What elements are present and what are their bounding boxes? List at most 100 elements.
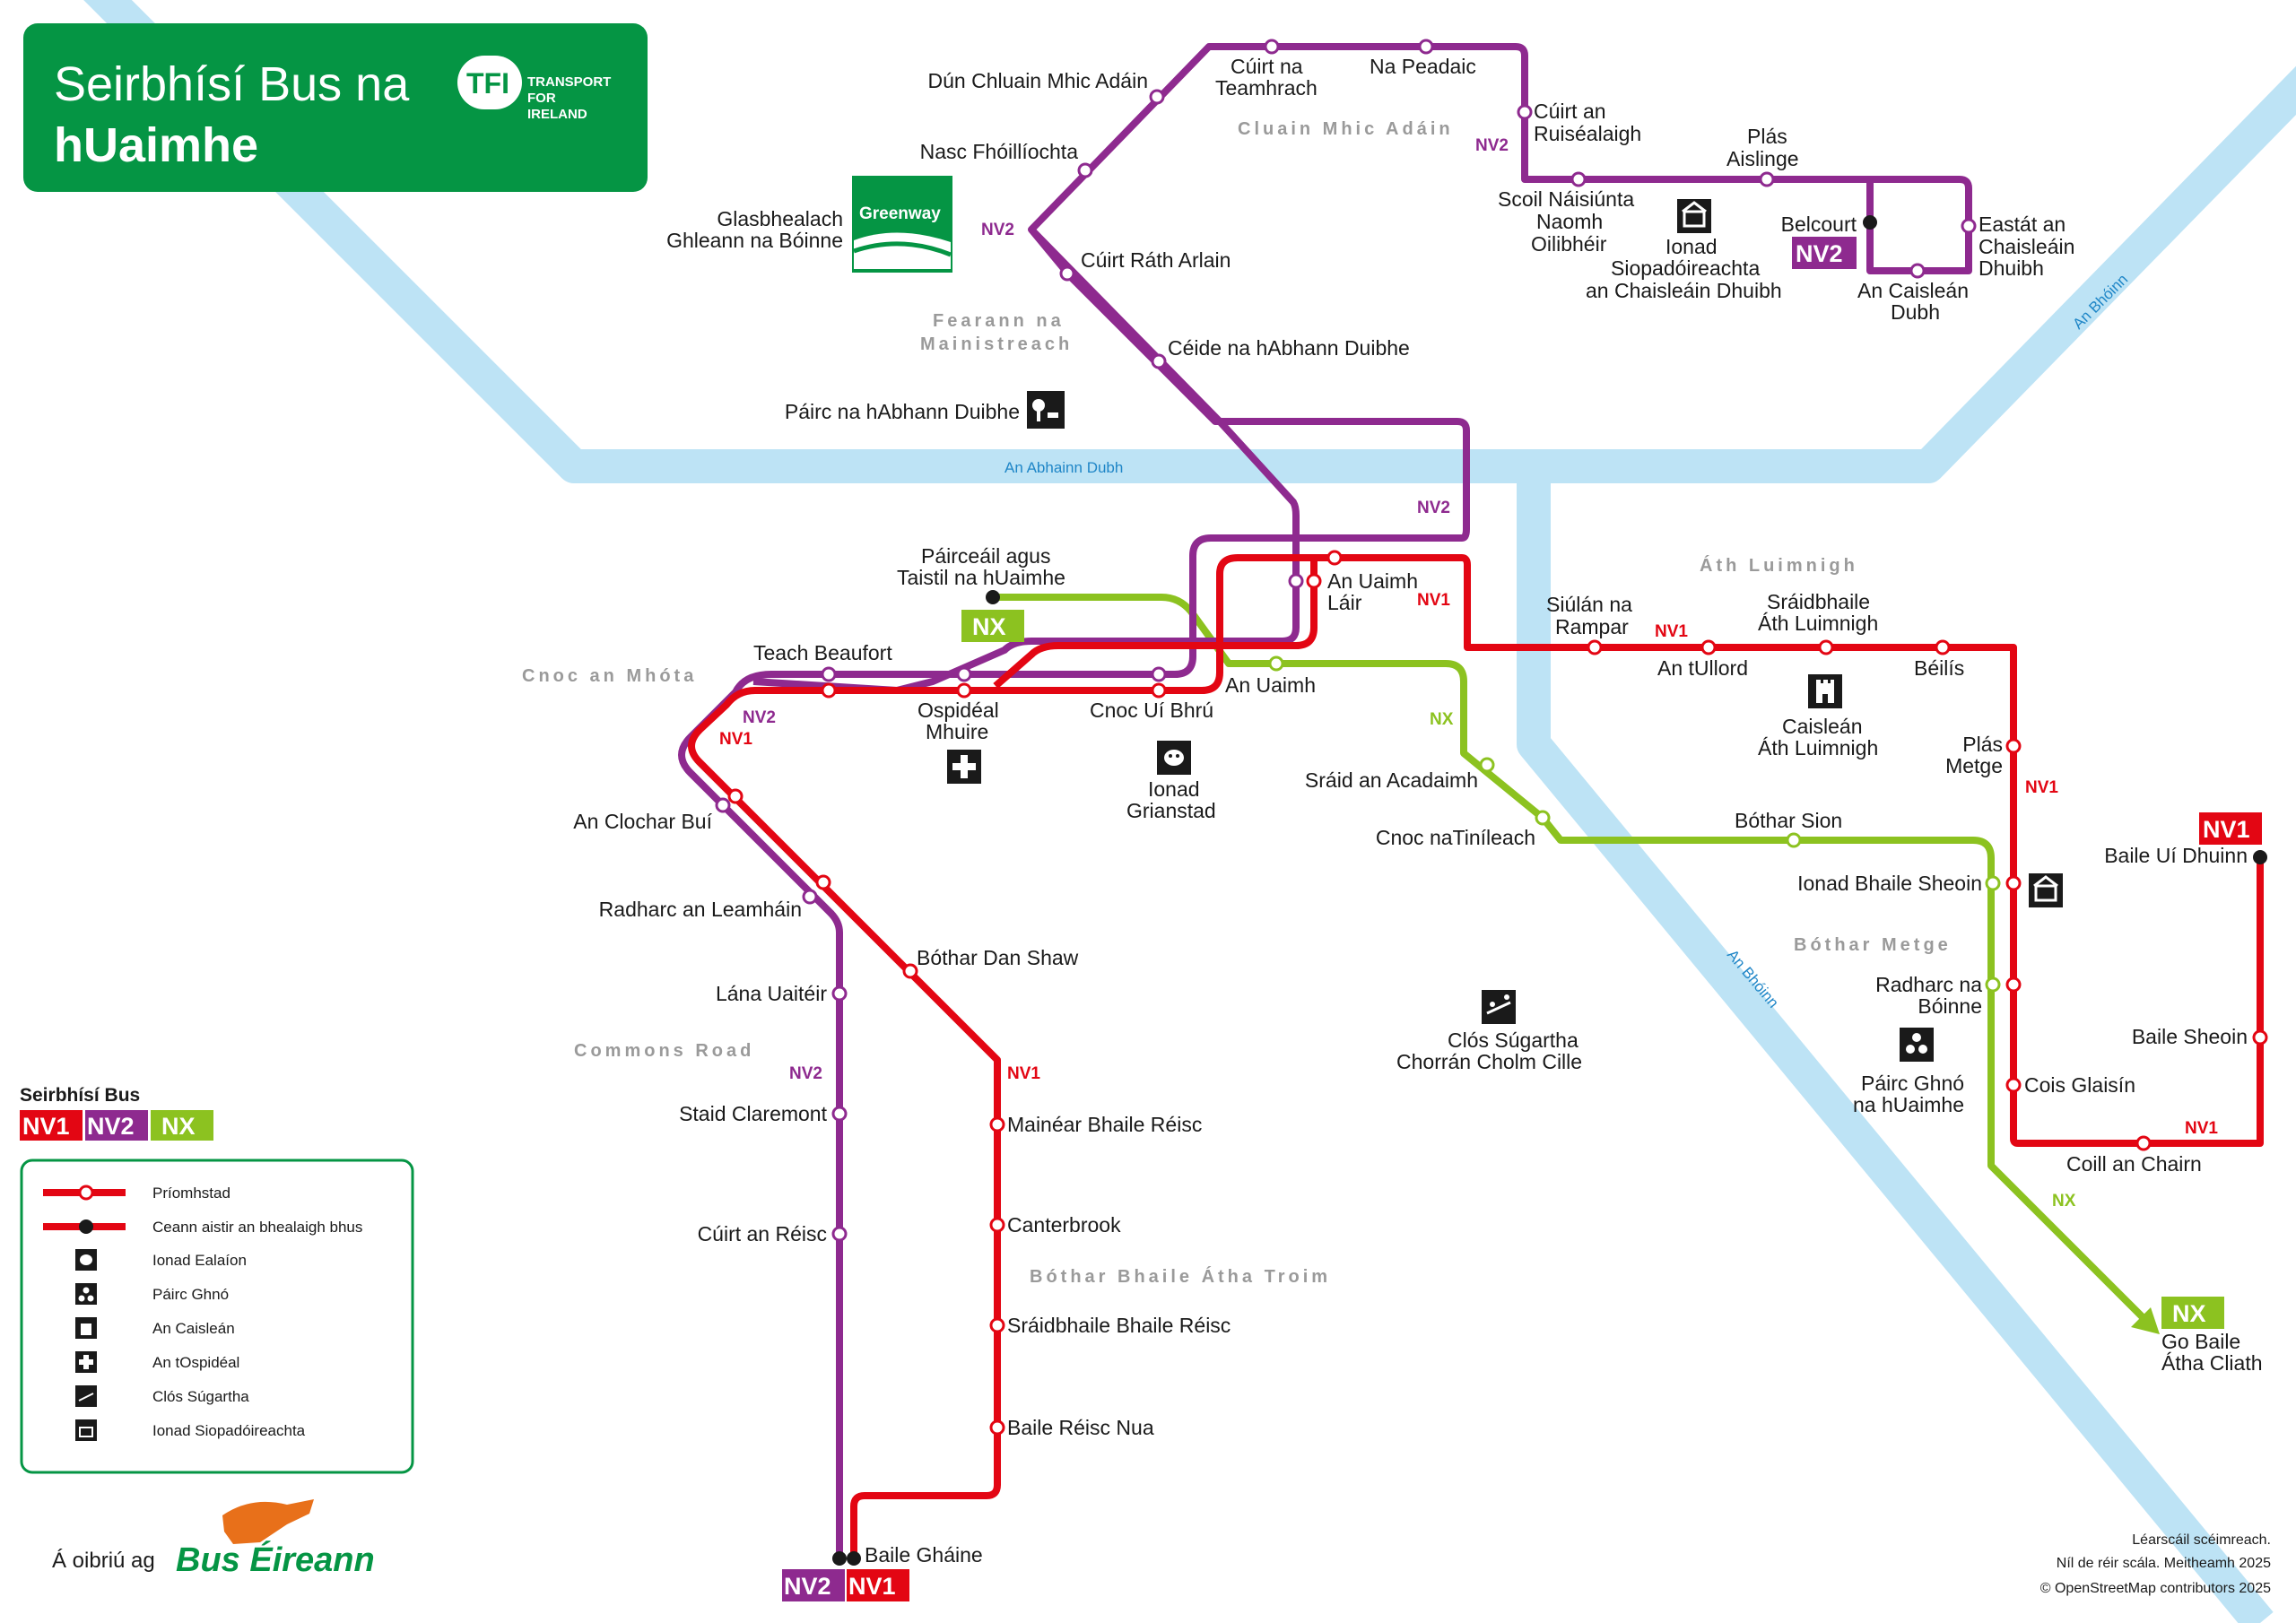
stop-cnoc-tin[interactable] — [1535, 810, 1551, 826]
terminus-belcourt[interactable] — [1863, 215, 1877, 230]
label-cnoc-tin: Cnoc naTiníleach — [1376, 826, 1535, 849]
tag-nv2-3: NV2 — [1417, 499, 1450, 517]
stop-radharc-l-nv2[interactable] — [802, 889, 818, 905]
stop-ionad-bs-nx[interactable] — [1985, 875, 2001, 891]
stop-radharc-b-nv1[interactable] — [2005, 976, 2022, 993]
stop-coill[interactable] — [2135, 1135, 2152, 1151]
stop-beilis[interactable] — [1935, 639, 1951, 655]
terminus-pairceail[interactable] — [986, 590, 1000, 604]
stop-nasc[interactable] — [1077, 162, 1093, 178]
stop-cnoc-ui-nv2[interactable] — [1151, 666, 1167, 682]
tag-nv1-4: NV1 — [2025, 778, 2058, 797]
park-icon — [1027, 391, 1065, 429]
terminus-ghaine-nv1[interactable] — [847, 1551, 861, 1566]
label-cois: Cois Glaisín — [2024, 1073, 2135, 1097]
stop-plas-metge[interactable] — [2005, 738, 2022, 754]
label-staid: Staid Claremont — [679, 1102, 828, 1125]
label-caislean-d-2: Dubh — [1891, 300, 1940, 324]
stop-clochar-nv1[interactable] — [727, 788, 744, 804]
label-baile-ghaine: Baile Gháine — [865, 1543, 983, 1567]
label-plas-1: Plás — [1747, 125, 1787, 148]
label-cuirt-ruis-1: Cúirt an — [1534, 100, 1606, 123]
legend-item-5: An Caisleán — [152, 1320, 235, 1337]
legend-nx: NX — [161, 1113, 196, 1140]
svg-text:NV2: NV2 — [784, 1573, 831, 1600]
stop-ceide[interactable] — [1151, 353, 1167, 369]
stop-plas[interactable] — [1759, 171, 1775, 187]
tag-nv1-6: NV1 — [2185, 1119, 2218, 1138]
stop-bothar-sion[interactable] — [1786, 832, 1802, 848]
arts-centre-icon — [1157, 741, 1191, 775]
stop-ospideal-nv1[interactable] — [956, 682, 972, 699]
terminus-baile-dhuinn[interactable] — [2253, 850, 2267, 864]
label-pairc-ghno-1: Páirc Ghnó — [1861, 1072, 1964, 1095]
area-bothar-bat: Bóthar Bhaile Átha Troim — [1030, 1266, 1331, 1287]
stop-ionad-bs-nv1[interactable] — [2005, 875, 2022, 891]
stop-baile-nua[interactable] — [989, 1419, 1005, 1436]
label-pairceail-1: Páirceáil agus — [921, 544, 1050, 568]
stop-lana[interactable] — [831, 985, 848, 1002]
label-teach: Teach Beaufort — [753, 641, 892, 664]
stop-uaimh-lair-nv2[interactable] — [1288, 573, 1304, 589]
label-radharc-b-2: Bóinne — [1918, 994, 1982, 1018]
stop-cnoc-ui-nv1[interactable] — [1151, 682, 1167, 699]
stop-clochar-nv2[interactable] — [715, 797, 731, 813]
stop-an-uaimh[interactable] — [1268, 655, 1284, 672]
label-beilis: Béilís — [1914, 656, 1964, 680]
stop-baile-sheoin[interactable] — [2252, 1029, 2268, 1046]
area-bothar-metge: Bóthar Metge — [1794, 935, 1952, 955]
label-scoil-1: Scoil Náisiúnta — [1498, 187, 1634, 211]
stop-uaimh-lair-nv1[interactable] — [1306, 573, 1322, 589]
stop-sraid-acad[interactable] — [1479, 757, 1495, 773]
stop-staid[interactable] — [831, 1106, 848, 1122]
area-fearann-1: Fearann na — [933, 311, 1065, 331]
label-sraidbh-1: Sráidbhaile — [1767, 590, 1870, 613]
stop-radharc-b-nx[interactable] — [1985, 976, 2001, 993]
stop-sraidbh-al[interactable] — [1818, 639, 1834, 655]
stop-maner[interactable] — [989, 1116, 1005, 1133]
stop-teach-nv1[interactable] — [821, 682, 837, 699]
stop-cuirt-reisc[interactable] — [831, 1226, 848, 1242]
badge-nv2-belcourt: NV2 — [1792, 237, 1857, 269]
stop-cuirt-teamh[interactable] — [1264, 39, 1280, 55]
stop-scoil[interactable] — [1570, 171, 1587, 187]
stop-siulan[interactable] — [1587, 639, 1603, 655]
label-cnoc-ui: Cnoc Uí Bhrú — [1090, 699, 1213, 722]
stop-caislean-dubh[interactable] — [1909, 263, 1926, 279]
legend-item-2: Ceann aistir an bhealaigh bhus — [152, 1219, 362, 1236]
stop-teach-nv2[interactable] — [821, 666, 837, 682]
greenway-sign-icon: Greenway — [852, 176, 952, 273]
stop-radharc-l-nv1[interactable] — [815, 874, 831, 890]
label-closs-1: Clós Súgartha — [1448, 1028, 1578, 1052]
stop-sraidbh-br[interactable] — [989, 1317, 1005, 1333]
stop-cois[interactable] — [2005, 1077, 2022, 1093]
footer-line-3: © OpenStreetMap contributors 2025 — [2040, 1581, 2271, 1596]
stop-cuirt-rath[interactable] — [1059, 265, 1075, 282]
stop-ospideal-nv2[interactable] — [956, 666, 972, 682]
stop-canterbrook[interactable] — [989, 1217, 1005, 1233]
business-park-icon — [1900, 1028, 1934, 1062]
label-glas-2: Ghleann na Bóinne — [666, 229, 843, 252]
stop-labels: Dún Chluain Mhic Adáin Cúirt na Teamhrac… — [573, 55, 2262, 1567]
stop-uaimh-lair-top[interactable] — [1326, 550, 1343, 566]
label-canterbrook: Canterbrook — [1007, 1213, 1121, 1237]
label-baile-dhuinn: Baile Uí Dhuinn — [2104, 844, 2248, 867]
badge-nv1-ghaine: NV1 — [847, 1569, 909, 1601]
stop-dan-shaw[interactable] — [902, 963, 918, 979]
stop-tullord[interactable] — [1700, 639, 1717, 655]
stop-eastat[interactable] — [1961, 218, 1977, 234]
label-lana: Lána Uaitéir — [716, 982, 827, 1005]
label-scoil-3: Oilibhéir — [1531, 232, 1607, 256]
badge-nv1-dhuinn: NV1 — [2199, 812, 2262, 845]
stop-cuirt-ruis[interactable] — [1517, 104, 1533, 120]
area-ath: Áth Luimnigh — [1700, 555, 1858, 576]
stop-dun-chluain[interactable] — [1149, 89, 1165, 105]
terminus-ghaine-nv2[interactable] — [832, 1551, 847, 1566]
legend-item-6: An tOspidéal — [152, 1354, 239, 1371]
label-uaimh-lair-1: An Uaimh — [1327, 569, 1418, 593]
tag-nv1-1: NV1 — [719, 730, 752, 749]
stop-na-peadaic[interactable] — [1418, 39, 1434, 55]
label-caislean-d-1: An Caisleán — [1857, 279, 1969, 302]
header-title-1: Seirbhísí Bus na — [54, 57, 410, 111]
